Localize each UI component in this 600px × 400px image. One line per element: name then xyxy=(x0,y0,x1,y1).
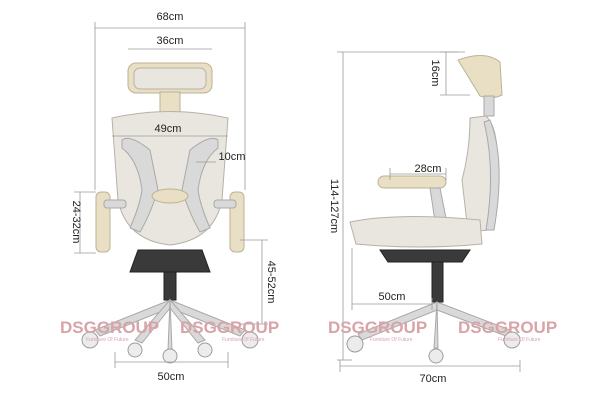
brand-watermark-side-right: DSGGROUP Furniture Of Future xyxy=(458,318,557,343)
front-gas-lift xyxy=(163,271,177,301)
brand-logo: DSGGROUP xyxy=(328,318,427,337)
headrest-width-label: 36cm xyxy=(157,35,184,47)
side-dimension-lines xyxy=(337,51,521,372)
brand-tagline: Furniture Of Future xyxy=(222,337,265,343)
side-base xyxy=(357,301,511,349)
armrest-depth-label: 28cm xyxy=(415,163,442,175)
overall-height-label: 114-127cm xyxy=(328,179,340,233)
side-casters xyxy=(346,331,521,364)
armrest-width-label: 10cm xyxy=(219,151,246,163)
brand-logo: DSGGROUP xyxy=(458,318,557,337)
brand-tagline: Furniture Of Future xyxy=(370,337,413,343)
side-seat xyxy=(349,215,483,248)
base-depth-label: 70cm xyxy=(420,373,447,385)
base-width-label: 50cm xyxy=(158,371,185,383)
brand-watermark-side-left: DSGGROUP Furniture Of Future xyxy=(328,318,427,343)
brand-tagline: Furniture Of Future xyxy=(498,337,541,343)
brand-watermark-front-left: DSGGROUP Furniture Of Future xyxy=(60,318,159,343)
seat-height-label: 45-52cm xyxy=(265,261,277,304)
overall-width-label: 68cm xyxy=(157,11,184,23)
side-armrest xyxy=(377,175,447,189)
brand-logo: DSGGROUP xyxy=(60,318,159,337)
side-gas-lift xyxy=(431,261,444,303)
front-view-chair xyxy=(81,62,259,364)
brand-watermark-front-right: DSGGROUP Furniture Of Future xyxy=(180,318,279,343)
brand-tagline: Furniture Of Future xyxy=(86,337,129,343)
front-seat xyxy=(129,249,211,273)
front-casters xyxy=(81,331,259,364)
backrest-width-label: 49cm xyxy=(155,123,182,135)
seat-depth-label: 50cm xyxy=(379,291,406,303)
brand-logo: DSGGROUP xyxy=(180,318,279,337)
front-dimension-lines xyxy=(74,22,268,368)
armrest-height-label: 24-32cm xyxy=(70,201,82,244)
front-base xyxy=(94,298,246,351)
headrest-height-label: 16cm xyxy=(429,60,441,87)
front-headrest-post xyxy=(159,91,181,115)
side-headrest xyxy=(457,55,503,99)
side-view-chair xyxy=(346,55,521,364)
